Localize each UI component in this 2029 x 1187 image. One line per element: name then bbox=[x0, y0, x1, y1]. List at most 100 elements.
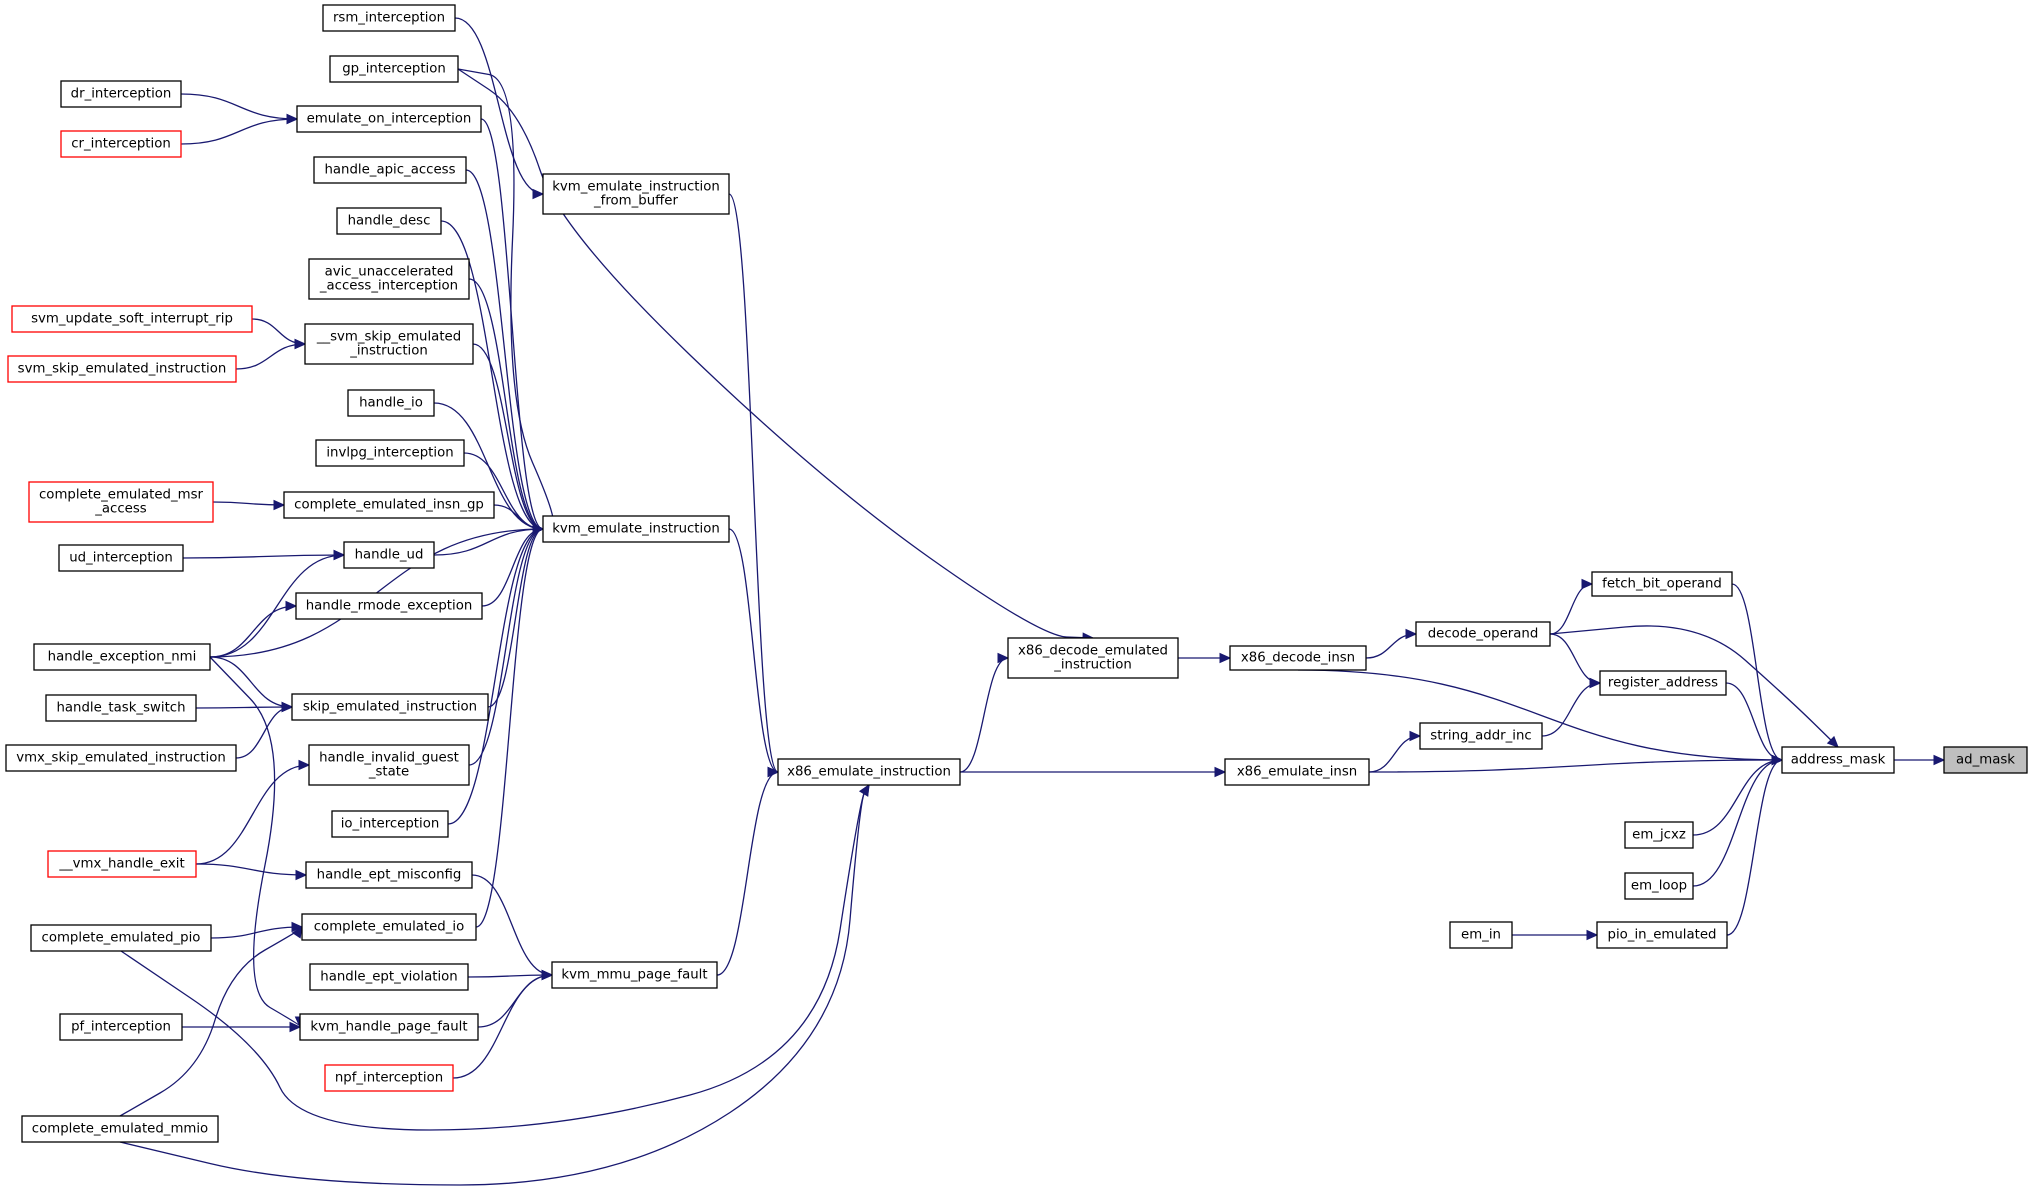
node-box bbox=[299, 1013, 479, 1041]
node-pio-in-emulated[interactable]: pio_in_emulated bbox=[1596, 921, 1728, 949]
node-box bbox=[283, 491, 495, 519]
arrowhead-cr_interception-to-emulate_on_interception bbox=[286, 113, 299, 125]
node-kvm-handle-page-fault[interactable]: kvm_handle_page_fault bbox=[299, 1013, 479, 1041]
node-ad-mask[interactable]: ad_mask bbox=[1943, 746, 2028, 774]
node-handle-invalid-guest-state[interactable]: handle_invalid_guest_state bbox=[308, 744, 470, 786]
node-box bbox=[60, 80, 182, 108]
node-invlpg-interception[interactable]: invlpg_interception bbox=[315, 439, 465, 467]
node-handle-ept-misconfig[interactable]: handle_ept_misconfig bbox=[305, 861, 473, 889]
edge-io_interception-to-kvm_emulate_instruction bbox=[447, 528, 544, 825]
arrowhead-npf_interception-to-kvm_mmu_page_fault bbox=[541, 969, 554, 981]
node-complete-emulated-io[interactable]: complete_emulated_io bbox=[301, 913, 477, 941]
node-label: _instruction bbox=[1053, 658, 1132, 673]
node-box bbox=[777, 758, 961, 786]
node-label: dr_interception bbox=[71, 87, 172, 102]
node-kvm-mmu-page-fault[interactable]: kvm_mmu_page_fault bbox=[551, 961, 718, 989]
node-skip-emulated-instruction[interactable]: skip_emulated_instruction bbox=[291, 693, 489, 721]
node-label: cr_interception bbox=[71, 137, 171, 152]
node-svm-skip-emulated-instruction[interactable]: __svm_skip_emulated_instruction bbox=[304, 323, 474, 365]
node-box bbox=[304, 323, 474, 365]
edge-kvm_mmu_page_fault-to-x86_emulate_instruction bbox=[716, 771, 779, 976]
node-handle-ud[interactable]: handle_ud bbox=[343, 541, 435, 569]
node-svm-update-soft-interrupt-rip[interactable]: svm_update_soft_interrupt_rip bbox=[11, 305, 253, 333]
edge-kvm_emulate_instruction_from_buffer-to-x86_emulate_instruction bbox=[728, 193, 779, 773]
edge-handle_exception_nmi-to-handle_ud bbox=[209, 554, 345, 658]
node-handle-ept-violation[interactable]: handle_ept_violation bbox=[309, 963, 469, 991]
node-x86-emulate-instruction[interactable]: x86_emulate_instruction bbox=[777, 758, 961, 786]
node-box bbox=[301, 913, 477, 941]
node-label: __vmx_handle_exit bbox=[58, 857, 184, 872]
node-label: handle_rmode_exception bbox=[306, 599, 473, 614]
node-handle-io[interactable]: handle_io bbox=[347, 389, 435, 417]
node-label: complete_emulated_msr bbox=[39, 488, 204, 503]
node-fetch-bit-operand[interactable]: fetch_bit_operand bbox=[1591, 571, 1733, 597]
edge-emulate_on_interception-to-kvm_emulate_instruction bbox=[480, 118, 544, 530]
node-complete-emulated-insn-gp[interactable]: complete_emulated_insn_gp bbox=[283, 491, 495, 519]
node-gp-interception[interactable]: gp_interception bbox=[329, 55, 459, 83]
node-handle-apic-access[interactable]: handle_apic_access bbox=[313, 156, 467, 184]
node-label: handle_desc bbox=[348, 214, 431, 229]
node-label: kvm_emulate_instruction bbox=[552, 180, 720, 195]
node-address-mask[interactable]: address_mask bbox=[1781, 746, 1895, 774]
node-svm-skip-emulated-instruction[interactable]: svm_skip_emulated_instruction bbox=[7, 355, 237, 383]
node-ud-interception[interactable]: ud_interception bbox=[58, 544, 184, 572]
edge-handle_exception_nmi-to-kvm_handle_page_fault bbox=[209, 656, 301, 1027]
node-complete-emulated-pio[interactable]: complete_emulated_pio bbox=[30, 924, 212, 952]
node-avic-unaccelerated-access-interception[interactable]: avic_unaccelerated_access_interception bbox=[308, 258, 470, 300]
node-complete-emulated-msr-access[interactable]: complete_emulated_msr_access bbox=[28, 481, 214, 523]
node-box bbox=[1224, 758, 1370, 786]
node-label: em_loop bbox=[1631, 879, 1687, 894]
node-handle-task-switch[interactable]: handle_task_switch bbox=[45, 694, 197, 722]
node-label: _access bbox=[94, 502, 147, 517]
node-kvm-emulate-instruction[interactable]: kvm_emulate_instruction bbox=[542, 515, 730, 543]
node-complete-emulated-mmio[interactable]: complete_emulated_mmio bbox=[21, 1115, 219, 1143]
edge-handle_exception_nmi-to-skip_emulated_instruction bbox=[209, 656, 293, 708]
node-label: svm_update_soft_interrupt_rip bbox=[31, 312, 233, 327]
node-vmx-skip-emulated-instruction[interactable]: vmx_skip_emulated_instruction bbox=[5, 744, 237, 772]
node-npf-interception[interactable]: npf_interception bbox=[324, 1064, 454, 1092]
arrowhead-em_in-to-pio_in_emulated bbox=[1586, 929, 1599, 941]
node-em-loop[interactable]: em_loop bbox=[1624, 872, 1694, 900]
node-emulate-on-interception[interactable]: emulate_on_interception bbox=[296, 105, 482, 133]
node-decode-operand[interactable]: decode_operand bbox=[1415, 621, 1551, 647]
node-em-in[interactable]: em_in bbox=[1449, 921, 1513, 949]
node-label: ad_mask bbox=[1956, 753, 2015, 768]
node-box bbox=[58, 544, 184, 572]
edge-pio_in_emulated-to-address_mask bbox=[1726, 759, 1783, 936]
node-x86-decode-emulated-instruction[interactable]: x86_decode_emulated_instruction bbox=[1007, 637, 1179, 679]
arrowhead-x86_decode_insn-to-decode_operand bbox=[1405, 628, 1418, 640]
edge-complete_emulated_msr_access-to-complete_emulated_insn_gp bbox=[212, 501, 285, 506]
node-label: _access_interception bbox=[319, 279, 458, 294]
node-io-interception[interactable]: io_interception bbox=[331, 810, 449, 838]
edge-fetch_bit_operand-to-address_mask bbox=[1731, 583, 1783, 761]
node-box bbox=[343, 541, 435, 569]
node-vmx-handle-exit[interactable]: __vmx_handle_exit bbox=[47, 850, 197, 878]
arrowhead-pio_in_emulated-to-address_mask bbox=[1771, 754, 1784, 766]
node-box bbox=[1599, 670, 1727, 696]
node-label: _from_buffer bbox=[593, 194, 678, 209]
node-em-jcxz[interactable]: em_jcxz bbox=[1624, 821, 1694, 849]
node-register-address[interactable]: register_address bbox=[1599, 670, 1727, 696]
node-pf-interception[interactable]: pf_interception bbox=[59, 1013, 183, 1041]
node-box bbox=[1419, 722, 1543, 750]
node-dr-interception[interactable]: dr_interception bbox=[60, 80, 182, 108]
node-string-addr-inc[interactable]: string_addr_inc bbox=[1419, 722, 1543, 750]
node-handle-desc[interactable]: handle_desc bbox=[336, 207, 442, 235]
node-box bbox=[1596, 921, 1728, 949]
node-box bbox=[296, 105, 482, 133]
node-label: kvm_handle_page_fault bbox=[310, 1020, 467, 1035]
node-cr-interception[interactable]: cr_interception bbox=[60, 130, 182, 158]
edge-x86_emulate_insn-to-address_mask bbox=[1368, 759, 1783, 773]
node-box bbox=[291, 693, 489, 721]
arrowhead-x86_emulate_instruction-to-x86_emulate_insn bbox=[1214, 766, 1227, 778]
node-x86-decode-insn[interactable]: x86_decode_insn bbox=[1229, 645, 1367, 671]
node-box bbox=[47, 850, 197, 878]
node-handle-exception-nmi[interactable]: handle_exception_nmi bbox=[33, 643, 211, 671]
edge-x86_emulate_insn-to-string_addr_inc bbox=[1368, 735, 1421, 773]
node-box bbox=[336, 207, 442, 235]
edge-skip_emulated_instruction-to-kvm_emulate_instruction bbox=[487, 528, 544, 708]
node-handle-rmode-exception[interactable]: handle_rmode_exception bbox=[295, 592, 483, 620]
node-x86-emulate-insn[interactable]: x86_emulate_insn bbox=[1224, 758, 1370, 786]
node-rsm-interception[interactable]: rsm_interception bbox=[322, 4, 456, 32]
node-kvm-emulate-instruction-from-buffer[interactable]: kvm_emulate_instruction_from_buffer bbox=[542, 173, 730, 215]
